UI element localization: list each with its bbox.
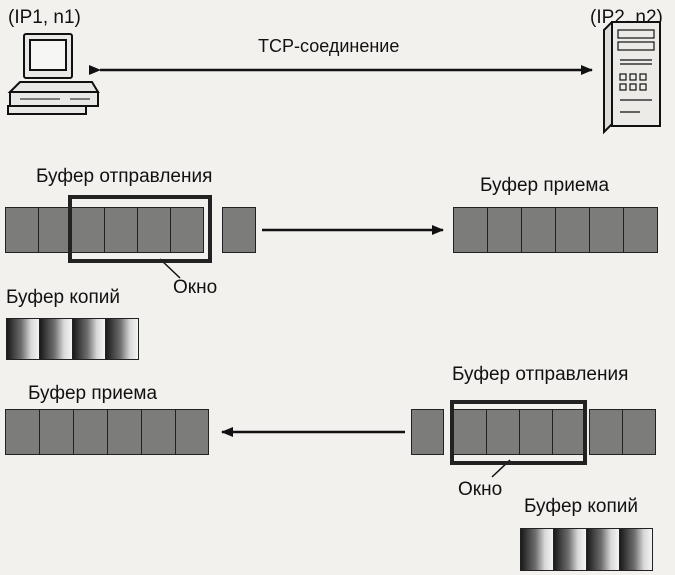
buffer-cell [519,409,553,455]
host-right-label: (IP2, n2) [590,7,663,28]
bottom-send-buffer-label: Буфер отправления [452,364,629,385]
copy-cell [553,528,587,571]
top-copy-buffer-label: Буфер копий [6,287,120,308]
bottom-send-window [450,400,587,465]
bottom-window-label: Окно [458,479,503,500]
buffer-cell [453,207,488,253]
copy-cell [39,318,73,360]
buffer-cell [622,409,656,455]
buffer-cell [486,409,520,455]
top-send-window [68,195,212,263]
buffer-cell [222,207,256,253]
buffer-cell [5,409,40,455]
buffer-cell [487,207,522,253]
buffer-cell [39,409,74,455]
buffer-cell [38,207,72,253]
buffer-cell [73,409,108,455]
buffer-cell [521,207,556,253]
host-left-label: (IP1, n1) [8,7,81,28]
top-send-buffer-label: Буфер отправления [36,166,213,187]
buffer-cell [141,409,176,455]
buffer-cell [5,207,39,253]
copy-cell [586,528,620,571]
bottom-recv-buffer-label: Буфер приема [28,383,158,404]
copy-cell [105,318,139,360]
copy-cell [619,528,653,571]
connection-label: TCP-соединение [258,36,400,56]
buffer-cell [589,409,623,455]
buffer-cell [589,207,624,253]
bottom-copy-buffer-label: Буфер копий [524,496,638,517]
buffer-cell [555,207,590,253]
buffer-cell [175,409,209,455]
copy-cell [520,528,554,571]
top-recv-buffer-label: Буфер приема [480,175,610,196]
buffer-cell [411,409,444,455]
buffer-cell [107,409,142,455]
buffer-cell [552,409,586,455]
top-window-label: Окно [173,277,218,298]
buffer-cell [170,207,204,253]
copy-cell [72,318,106,360]
buffer-cell [623,207,658,253]
copy-cell [6,318,40,360]
